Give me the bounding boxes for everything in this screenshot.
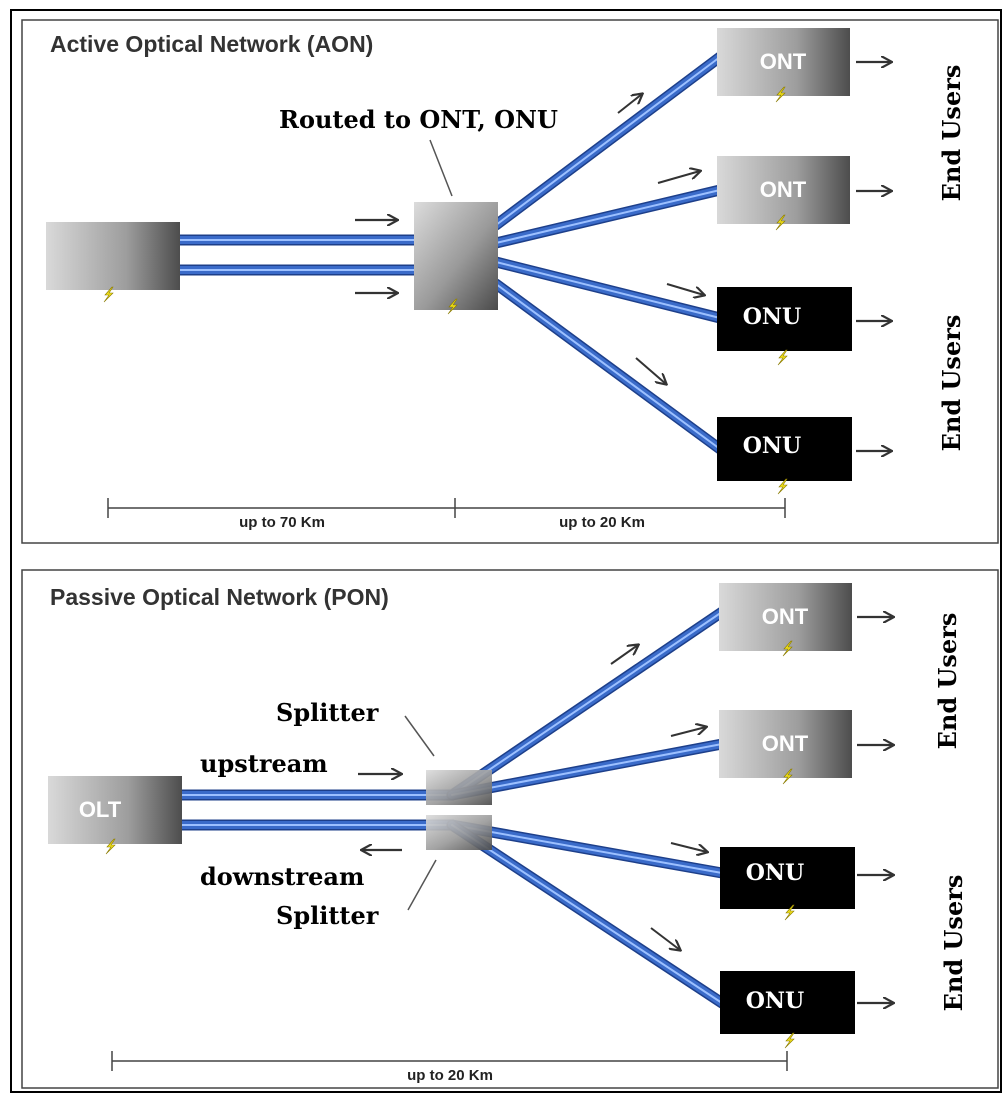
aon-device-3-box bbox=[717, 287, 852, 351]
aon-device-4-box bbox=[717, 417, 852, 481]
pon-splitter-top-box bbox=[426, 770, 492, 805]
pon-olt-label: OLT bbox=[79, 797, 122, 822]
pon-fiber-branch-4 bbox=[446, 819, 728, 1009]
aon-device-1-label: ONT bbox=[760, 49, 807, 74]
pon-branch-arrow-3 bbox=[670, 842, 707, 852]
pon-title: Passive Optical Network (PON) bbox=[50, 584, 389, 610]
pon-fiber-branch-1 bbox=[446, 606, 728, 801]
pon-branch-arrow-2 bbox=[670, 727, 706, 737]
pon-device-1-label: ONT bbox=[762, 604, 809, 629]
aon-device-1: ONT bbox=[717, 28, 850, 103]
pon-scale: up to 20 Km bbox=[111, 1051, 788, 1084]
aon-routed-pointer bbox=[429, 139, 453, 197]
pon-splitter-top-pointer bbox=[404, 715, 435, 757]
pon-device-3-label: ONU bbox=[746, 860, 804, 886]
pon-upstream-label: upstream bbox=[200, 749, 328, 778]
aon-fibers bbox=[174, 51, 726, 455]
pon-device-2: ONT bbox=[719, 710, 852, 785]
aon-branch-arrow-4 bbox=[635, 357, 666, 384]
aon-panel: Active Optical Network (AON) Routed to O… bbox=[21, 19, 999, 544]
pon-scale-label: up to 20 Km bbox=[407, 1067, 493, 1084]
pon-panel: Passive Optical Network (PON) OLT Splitt… bbox=[21, 569, 999, 1089]
aon-scale: up to 70 Km up to 20 Km bbox=[107, 498, 786, 531]
aon-device-2-label: ONT bbox=[760, 177, 807, 202]
aon-device-3: ONU bbox=[717, 287, 852, 366]
pon-downstream-label: downstream bbox=[200, 862, 364, 891]
aon-device-4: ONU bbox=[717, 417, 852, 495]
aon-switch-box bbox=[414, 202, 498, 310]
pon-splitter-bottom-label: Splitter bbox=[276, 901, 379, 930]
pon-device-3: ONU bbox=[720, 847, 855, 921]
pon-device-2-box bbox=[719, 710, 852, 778]
pon-branch-arrow-1 bbox=[610, 645, 638, 665]
aon-device-2: ONT bbox=[717, 156, 850, 231]
pon-end-users-top: End Users bbox=[933, 613, 962, 750]
aon-scale-right-label: up to 20 Km bbox=[559, 514, 645, 531]
aon-branch-arrow-2 bbox=[657, 171, 700, 184]
aon-fiber-branch-1 bbox=[490, 51, 726, 231]
pon-fibers bbox=[176, 606, 728, 1009]
aon-end-users-bottom: End Users bbox=[937, 315, 966, 452]
pon-olt-box bbox=[48, 776, 182, 844]
pon-branch-arrow-4 bbox=[650, 927, 680, 950]
aon-central-office-box bbox=[46, 222, 180, 290]
pon-splitter-bottom-pointer bbox=[407, 859, 437, 911]
aon-branch-arrow-3 bbox=[666, 283, 704, 295]
aon-end-users-top: End Users bbox=[937, 65, 966, 202]
pon-fiber-branch-2 bbox=[446, 738, 728, 801]
aon-device-2-box bbox=[717, 156, 850, 224]
pon-device-1-box bbox=[719, 583, 852, 651]
pon-device-4-label: ONU bbox=[746, 988, 804, 1014]
pon-device-3-box bbox=[720, 847, 855, 909]
pon-splitter-top-label: Splitter bbox=[276, 698, 379, 727]
aon-routed-label: Routed to ONT, ONU bbox=[279, 105, 558, 134]
aon-fiber-branch-4 bbox=[490, 278, 726, 455]
aon-branch-arrow-1 bbox=[617, 94, 642, 114]
pon-device-4-box bbox=[720, 971, 855, 1034]
aon-device-1-box bbox=[717, 28, 850, 96]
pon-splitter-bottom-box bbox=[426, 815, 492, 850]
aon-title: Active Optical Network (AON) bbox=[50, 31, 373, 57]
aon-scale-left-label: up to 70 Km bbox=[239, 514, 325, 531]
pon-fiber-branch-3 bbox=[446, 819, 728, 879]
pon-device-4: ONU bbox=[720, 971, 855, 1049]
aon-fiber-branch-3 bbox=[490, 256, 726, 324]
outer-frame bbox=[10, 9, 1002, 1093]
pon-device-1: ONT bbox=[719, 583, 852, 657]
aon-fiber-branch-2 bbox=[490, 184, 726, 249]
pon-end-users-bottom: End Users bbox=[939, 875, 968, 1012]
aon-device-4-label: ONU bbox=[743, 433, 801, 459]
pon-device-2-label: ONT bbox=[762, 731, 809, 756]
aon-device-3-label: ONU bbox=[743, 304, 801, 330]
